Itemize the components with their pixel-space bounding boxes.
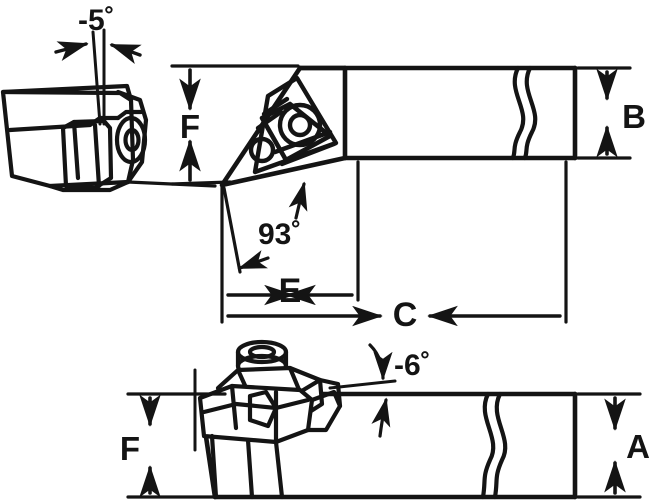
dimension-F-lower	[126, 392, 227, 499]
dimension-label-C: C	[393, 296, 418, 334]
insert-clamp-assembly-side	[248, 75, 339, 175]
dimension-label-F-upper: F	[180, 108, 200, 145]
angle-minus6-callout	[328, 343, 397, 438]
dimension-label-F-lower: F	[120, 430, 140, 467]
angle-93-label: 93˚	[258, 218, 301, 251]
angle-minus5-callout	[54, 28, 142, 126]
dimension-F-upper	[170, 64, 300, 186]
insert-clamp-assembly-plan	[197, 339, 343, 500]
dimension-label-B: B	[622, 98, 646, 135]
detail-perspective-view	[0, 83, 217, 193]
angle-minus5-label: -5˚	[78, 4, 115, 37]
dimension-A	[576, 392, 642, 499]
dimension-label-E: E	[279, 272, 302, 310]
angle-minus6-label: -6˚	[394, 349, 431, 382]
angle-93-callout	[222, 181, 308, 274]
extension-line-f-bottom	[170, 180, 232, 186]
dimension-E-C-group	[220, 160, 568, 327]
dimension-B	[576, 66, 632, 160]
plan-view	[202, 391, 578, 500]
dimension-label-A: A	[626, 428, 650, 465]
